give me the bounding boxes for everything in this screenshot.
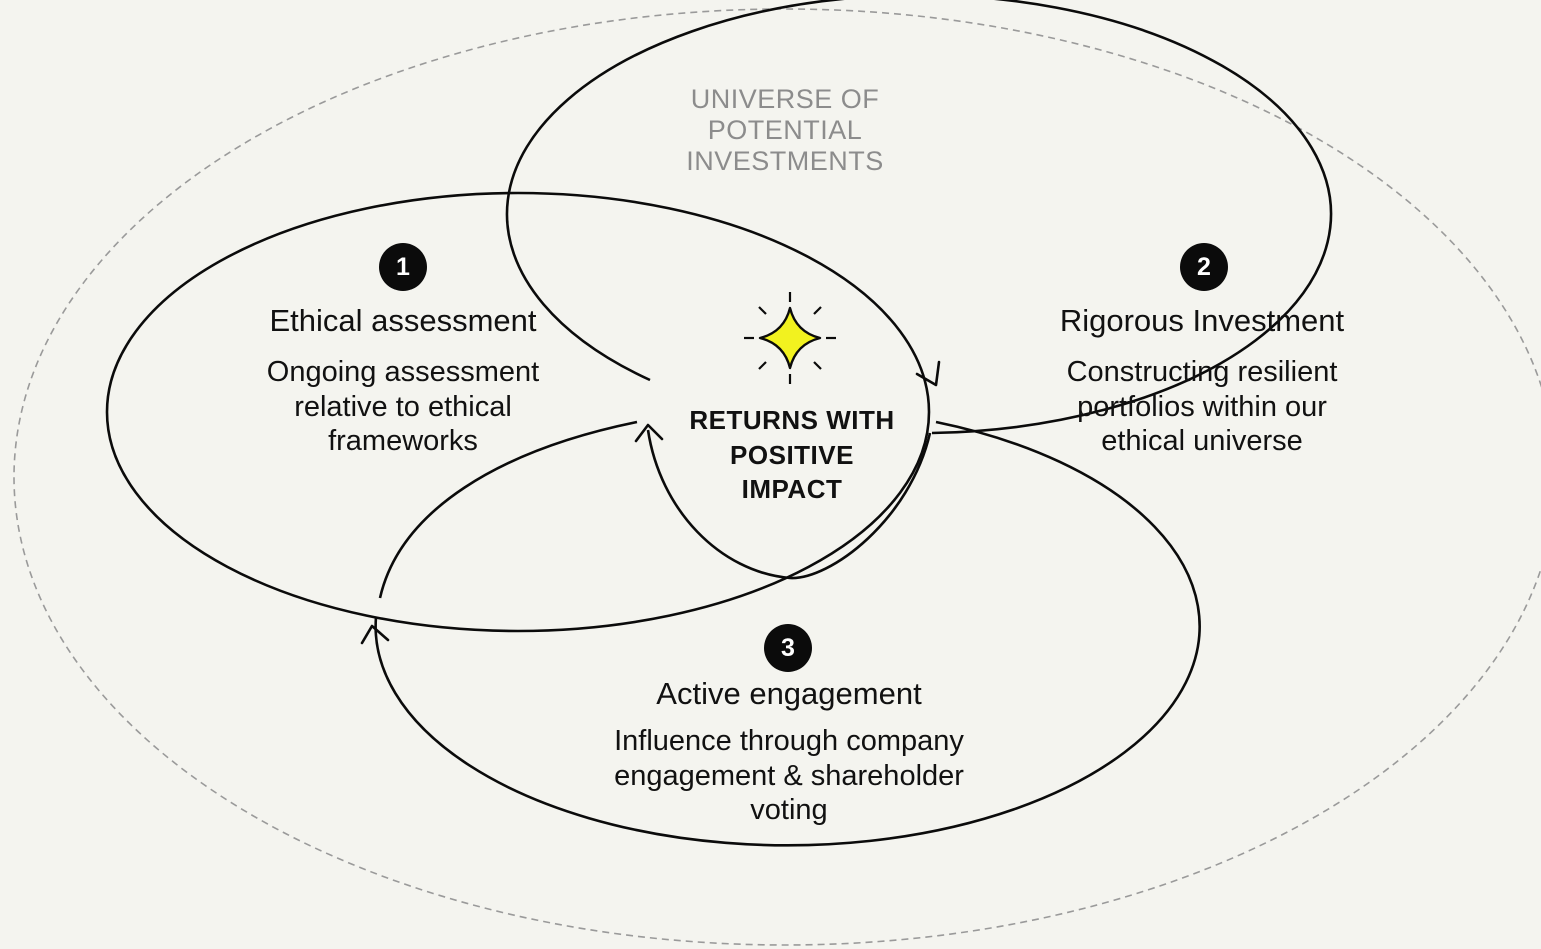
step-3-badge: 3 xyxy=(764,624,812,672)
step-1-title: Ethical assessment xyxy=(269,303,537,338)
sparkle-icon xyxy=(744,292,836,384)
step-2-badge: 2 xyxy=(1180,243,1228,291)
inner-return-arc xyxy=(646,429,932,580)
arrow-head-to-assessment xyxy=(360,624,390,645)
step-3-title: Active engagement xyxy=(656,676,922,711)
active-engagement-ellipse xyxy=(374,420,1201,847)
universe-outline xyxy=(13,8,1541,946)
rigorous-investment-ellipse xyxy=(505,0,1333,435)
universe-label: UNIVERSE OF POTENTIAL INVESTMENTS xyxy=(686,84,884,176)
step-2-description: Constructing resilient portfolios within… xyxy=(1066,356,1338,457)
arrow-head-to-investment xyxy=(915,360,941,387)
step-3-description: Influence through company engagement & s… xyxy=(614,725,964,826)
active-engagement-ellipse-upper-left xyxy=(378,420,638,599)
arrow-head-to-center xyxy=(634,423,664,443)
step-1-badge: 1 xyxy=(379,243,427,291)
ethical-assessment-ellipse xyxy=(105,191,931,633)
step-1-description: Ongoing assessment relative to ethical f… xyxy=(266,356,540,457)
center-label: RETURNS WITH POSITIVE IMPACT xyxy=(689,405,895,504)
step-2-title: Rigorous Investment xyxy=(1059,303,1345,338)
